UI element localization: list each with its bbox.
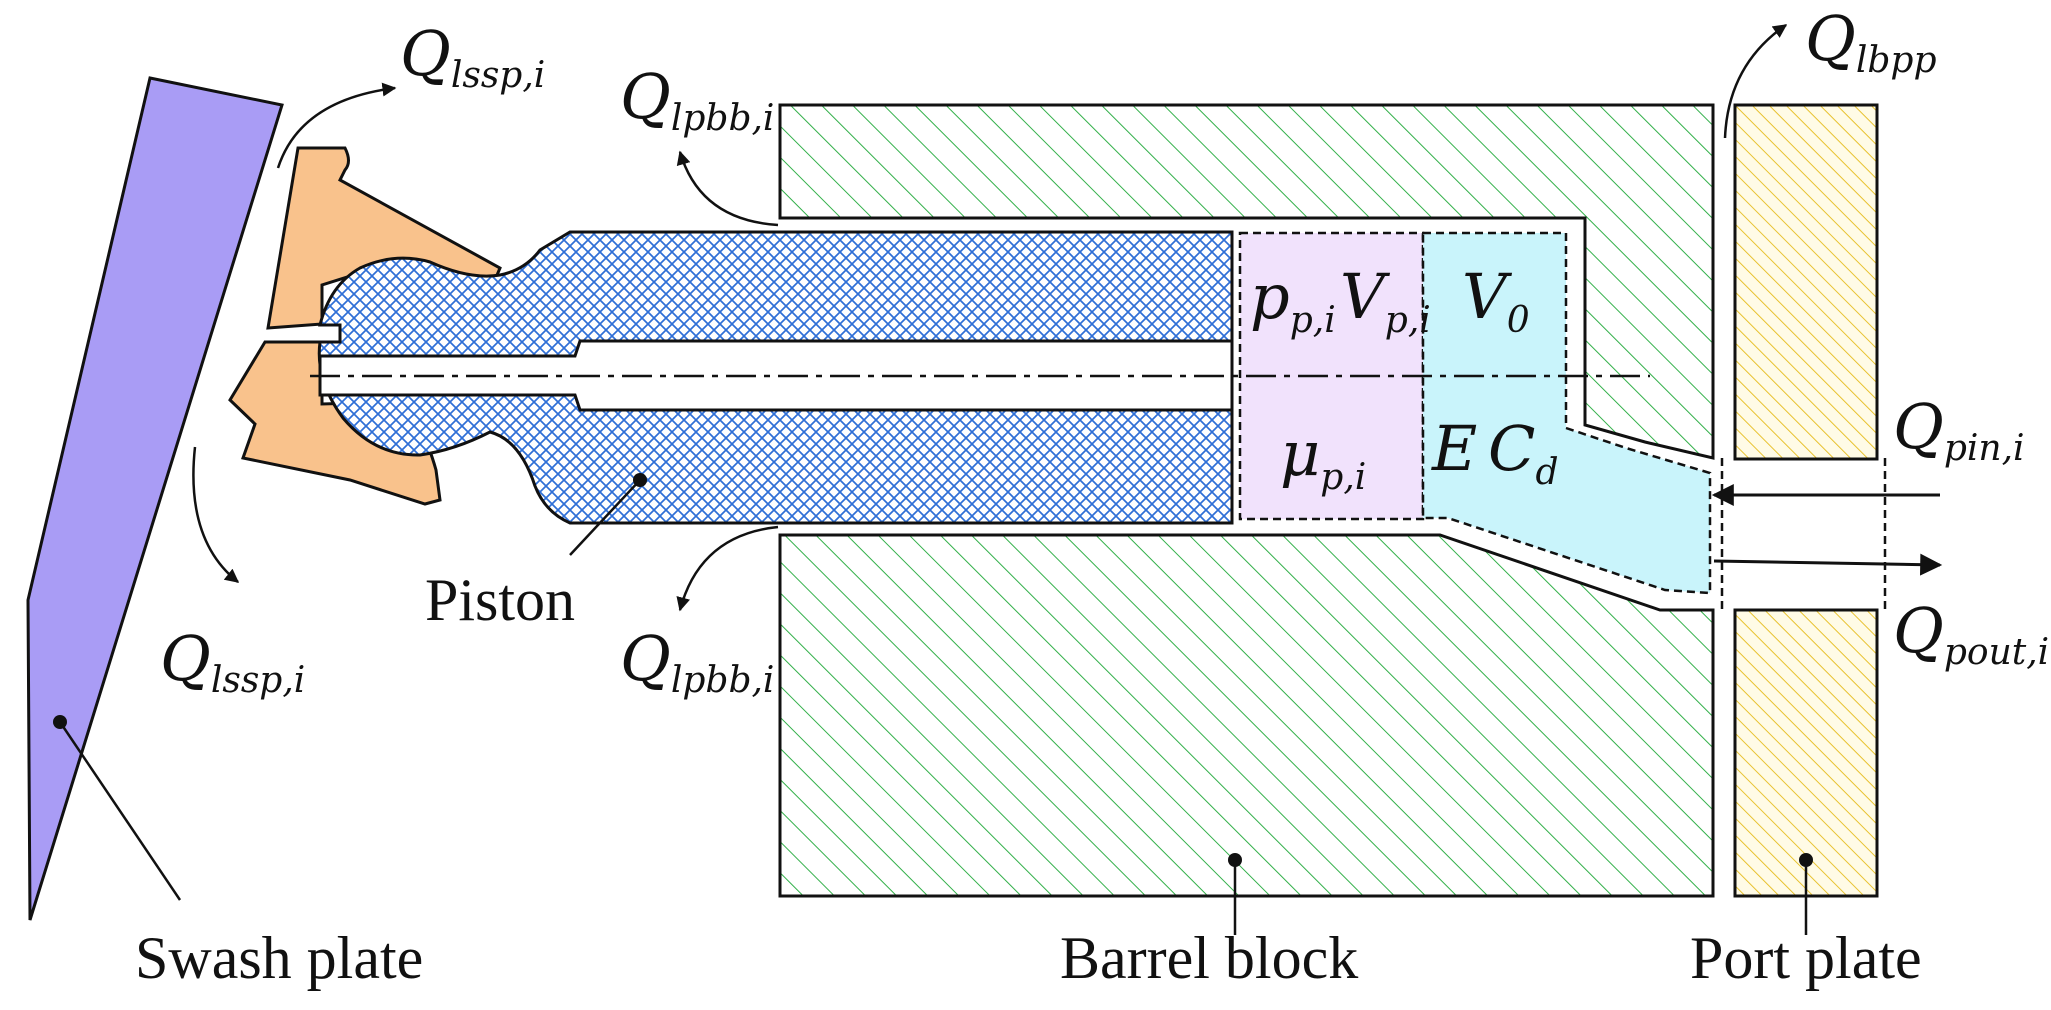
arrow-lssp-top xyxy=(276,82,397,169)
label-discharge-coef: Cd xyxy=(1488,412,1559,493)
label-q-lpbb-top: Qlpbb,i xyxy=(620,60,774,139)
label-dead-volume: V0 xyxy=(1462,260,1530,341)
arrow-lpbb-top xyxy=(676,150,779,227)
label-q-lssp-top: Qlssp,i xyxy=(400,17,545,96)
port-plate-upper xyxy=(1733,103,1879,461)
piston-leader xyxy=(569,479,641,556)
barrel-block-upper xyxy=(778,103,1715,460)
label-bulk-modulus: E xyxy=(1431,412,1477,485)
label-q-pout: Qpout,i xyxy=(1893,594,2049,673)
label-volume: Vp,i xyxy=(1340,260,1431,341)
dead-volume xyxy=(1421,231,1712,595)
label-swash-plate: Swash plate xyxy=(135,925,423,991)
arrow-lssp-bottom xyxy=(192,446,240,583)
label-viscosity: μp,i xyxy=(1280,417,1366,498)
piston-bore xyxy=(318,339,1234,412)
label-port-plate: Port plate xyxy=(1690,925,1922,991)
port-channel xyxy=(1720,458,1887,612)
arrow-lpbb-bottom xyxy=(676,525,779,612)
swash-plate-leader xyxy=(58,721,182,901)
arrow-pout xyxy=(1713,553,1943,576)
label-q-lbpp: Qlbpp xyxy=(1805,2,1937,81)
label-q-pin: Qpin,i xyxy=(1893,390,2025,469)
label-q-lssp-bottom: Qlssp,i xyxy=(160,622,305,701)
label-piston: Piston xyxy=(425,567,575,633)
arrow-lbpp xyxy=(1723,23,1788,139)
label-q-lpbb-bottom: Qlpbb,i xyxy=(620,622,774,701)
label-pressure: pp,i xyxy=(1250,260,1336,341)
barrel-block-lower xyxy=(778,533,1715,898)
label-barrel-block: Barrel block xyxy=(1060,925,1358,991)
swash-plate xyxy=(26,76,284,921)
port-plate-lower xyxy=(1733,608,1879,898)
